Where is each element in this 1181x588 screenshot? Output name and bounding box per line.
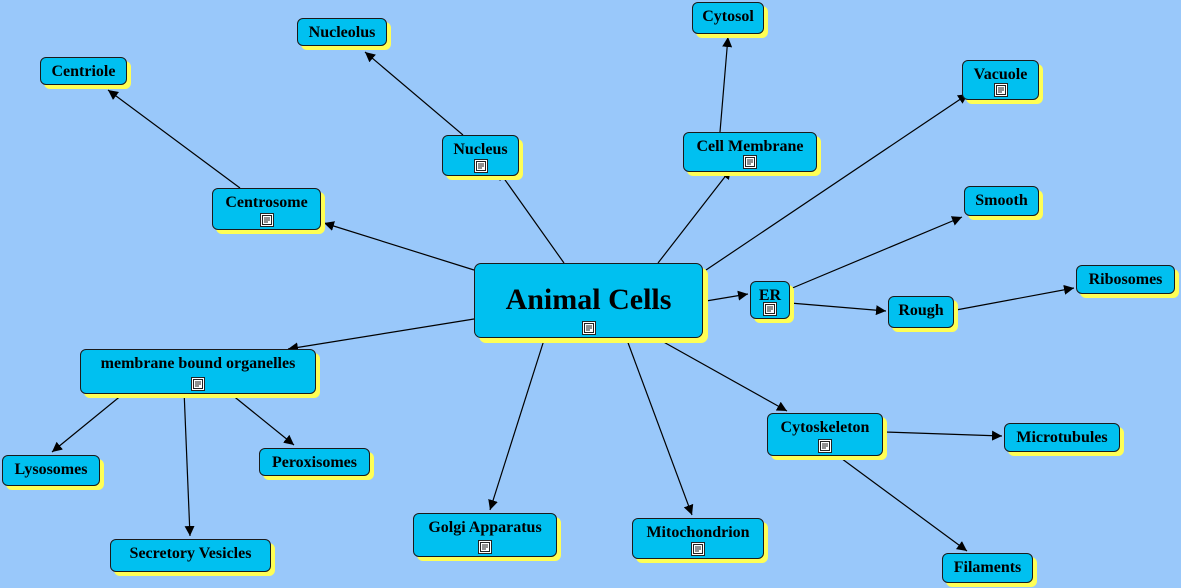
link-er-to-rough bbox=[789, 302, 887, 316]
document-icon[interactable] bbox=[993, 83, 1008, 97]
document-icon[interactable] bbox=[691, 542, 705, 556]
node-label: Mitochondrion bbox=[646, 524, 750, 541]
node-centrosome[interactable]: Centrosome bbox=[212, 188, 321, 230]
node-rough[interactable]: Rough bbox=[888, 296, 954, 328]
node-label: Nucleolus bbox=[308, 24, 376, 41]
document-icon[interactable] bbox=[478, 540, 492, 554]
node-label: Ribosomes bbox=[1088, 271, 1163, 288]
link-animal-cells-to-centrosome bbox=[323, 221, 475, 271]
link-cytoskeleton-to-microtubules bbox=[884, 430, 1003, 441]
node-label: Vacuole bbox=[973, 66, 1028, 83]
node-label: Nucleus bbox=[453, 141, 508, 158]
link-membrane-bound-organelles-to-lysosomes bbox=[51, 389, 129, 453]
node-nucleus[interactable]: Nucleus bbox=[442, 135, 519, 176]
node-animal-cells[interactable]: Animal Cells bbox=[474, 263, 703, 338]
node-label: Golgi Apparatus bbox=[428, 519, 542, 536]
node-filaments[interactable]: Filaments bbox=[942, 553, 1033, 583]
link-animal-cells-to-cytoskeleton bbox=[659, 339, 788, 412]
link-animal-cells-to-mitochondrion bbox=[626, 339, 694, 516]
link-animal-cells-to-golgi-apparatus bbox=[488, 339, 545, 511]
node-cell-membrane[interactable]: Cell Membrane bbox=[683, 132, 817, 172]
link-cell-membrane-to-cytosol bbox=[719, 36, 733, 133]
node-peroxisomes[interactable]: Peroxisomes bbox=[259, 448, 370, 476]
link-animal-cells-to-er bbox=[705, 290, 749, 302]
document-icon[interactable] bbox=[581, 321, 596, 335]
link-nucleus-to-nucleolus bbox=[364, 51, 464, 136]
node-nucleolus[interactable]: Nucleolus bbox=[297, 18, 387, 46]
node-label: Smooth bbox=[975, 192, 1028, 209]
document-icon[interactable] bbox=[191, 377, 205, 391]
link-membrane-bound-organelles-to-peroxisomes bbox=[225, 389, 295, 446]
node-label: Secretory Vesicles bbox=[129, 545, 252, 562]
link-animal-cells-to-nucleus bbox=[497, 169, 565, 264]
node-label: Cell Membrane bbox=[696, 138, 804, 155]
node-label: Microtubules bbox=[1016, 429, 1108, 446]
node-membrane-bound-organelles[interactable]: membrane bound organelles bbox=[80, 349, 316, 394]
node-label: Peroxisomes bbox=[271, 454, 357, 471]
node-label: Lysosomes bbox=[14, 461, 88, 478]
link-cytoskeleton-to-filaments bbox=[829, 449, 968, 552]
link-animal-cells-to-vacuole bbox=[705, 93, 969, 271]
node-cytoskeleton[interactable]: Cytoskeleton bbox=[767, 413, 883, 456]
node-label: Cytoskeleton bbox=[780, 419, 870, 436]
node-lysosomes[interactable]: Lysosomes bbox=[2, 455, 100, 486]
node-microtubules[interactable]: Microtubules bbox=[1004, 423, 1120, 452]
node-cytosol[interactable]: Cytosol bbox=[692, 2, 764, 34]
node-label: ER bbox=[758, 287, 782, 304]
link-er-to-smooth bbox=[789, 216, 963, 290]
document-icon[interactable] bbox=[743, 155, 757, 169]
node-label: Animal Cells bbox=[505, 283, 672, 316]
node-label: Cytosol bbox=[702, 8, 754, 25]
document-icon[interactable] bbox=[763, 302, 777, 316]
node-label: Centriole bbox=[51, 63, 116, 80]
link-animal-cells-to-cell-membrane bbox=[657, 168, 732, 264]
node-label: membrane bound organelles bbox=[100, 355, 296, 372]
document-icon[interactable] bbox=[818, 439, 832, 453]
node-label: Filaments bbox=[953, 559, 1022, 576]
node-mitochondrion[interactable]: Mitochondrion bbox=[632, 518, 764, 559]
node-vacuole[interactable]: Vacuole bbox=[962, 60, 1039, 100]
link-rough-to-ribosomes bbox=[955, 284, 1075, 311]
node-label: Rough bbox=[898, 302, 944, 319]
node-secretory-vesicles[interactable]: Secretory Vesicles bbox=[110, 539, 271, 572]
node-smooth[interactable]: Smooth bbox=[964, 186, 1039, 216]
node-ribosomes[interactable]: Ribosomes bbox=[1076, 265, 1175, 294]
link-centrosome-to-centriole bbox=[107, 89, 241, 189]
link-animal-cells-to-membrane-bound-organelles bbox=[287, 318, 475, 353]
node-golgi-apparatus[interactable]: Golgi Apparatus bbox=[413, 513, 557, 557]
node-er[interactable]: ER bbox=[750, 281, 790, 319]
document-icon[interactable] bbox=[259, 213, 274, 227]
document-icon[interactable] bbox=[473, 159, 488, 173]
node-centriole[interactable]: Centriole bbox=[40, 57, 127, 85]
link-membrane-bound-organelles-to-secretory-vesicles bbox=[183, 389, 195, 537]
node-label: Centrosome bbox=[225, 194, 308, 211]
